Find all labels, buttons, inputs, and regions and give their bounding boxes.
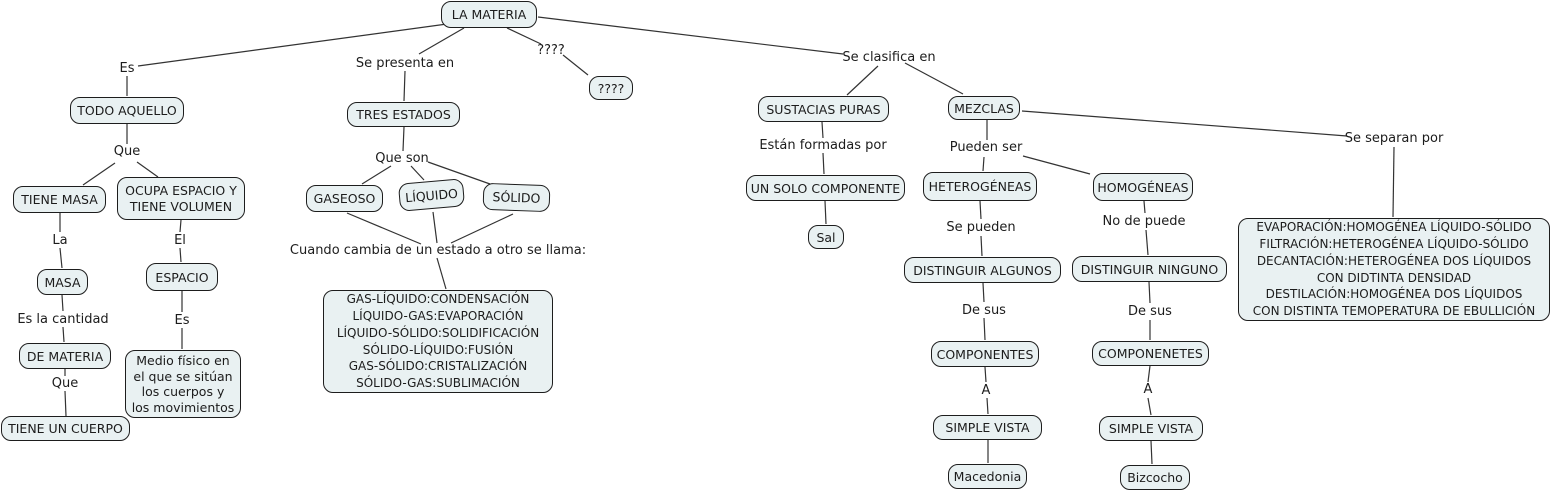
link-label-estan-formadas[interactable]: Están formadas por [759,138,887,153]
link-label-es-la-cantidad[interactable]: Es la cantidad [17,312,109,327]
link-label-se-separan-por[interactable]: Se separan por [1344,131,1444,146]
node-mezclas[interactable]: MEZCLAS [948,96,1020,120]
node-bizcocho[interactable]: Bizcocho [1120,465,1190,490]
node-sal[interactable]: Sal [808,225,844,249]
link-label-se-clasifica-en[interactable]: Se clasifica en [842,50,936,65]
link-label-cuando-cambia[interactable]: Cuando cambia de un estado a otro se lla… [289,243,587,258]
link-label-que-son[interactable]: Que son [375,151,429,166]
node-espacio[interactable]: ESPACIO [146,263,218,291]
link-label-la[interactable]: La [52,233,68,248]
link-label-preguntas[interactable]: ???? [537,43,565,58]
node-tiene-masa[interactable]: TIENE MASA [13,186,106,213]
link-label-el[interactable]: El [174,233,186,248]
link-label-es[interactable]: Es [119,61,135,76]
node-distinguir-ninguno[interactable]: DISTINGUIR NINGUNO [1072,256,1227,282]
node-gaseoso[interactable]: GASEOSO [306,185,383,212]
node-sustancias-puras[interactable]: SUSTACIAS PURAS [758,96,889,122]
node-desconocido[interactable]: ???? [589,76,633,100]
node-distinguir-algunos[interactable]: DISTINGUIR ALGUNOS [904,257,1061,283]
node-tiene-un-cuerpo[interactable]: TIENE UN CUERPO [1,416,130,441]
link-label-se-presenta-en[interactable]: Se presenta en [355,56,455,71]
node-tres-estados[interactable]: TRES ESTADOS [347,102,460,127]
node-la-materia[interactable]: LA MATERIA [441,1,537,28]
node-componenetes[interactable]: COMPONENETES [1092,341,1209,366]
link-label-es-2[interactable]: Es [174,313,190,328]
node-homogeneas[interactable]: HOMOGÉNEAS [1093,173,1193,201]
node-simple-vista-izq[interactable]: SIMPLE VISTA [933,415,1042,440]
node-separaciones[interactable]: EVAPORACIÓN:HOMOGÉNEA LÍQUIDO-SÓLIDO FIL… [1238,218,1550,321]
link-label-que-2[interactable]: Que [51,376,79,391]
node-cambios-de-estado[interactable]: GAS-LÍQUIDO:CONDENSACIÓN LÍQUIDO-GAS:EVA… [323,290,553,393]
link-label-de-sus-izq[interactable]: De sus [962,303,1006,318]
node-componentes[interactable]: COMPONENTES [931,341,1039,367]
node-ocupa-espacio[interactable]: OCUPA ESPACIO Y TIENE VOLUMEN [117,177,245,220]
node-de-materia[interactable]: DE MATERIA [19,343,111,369]
node-heterogeneas[interactable]: HETEROGÉNEAS [923,172,1037,201]
link-label-que-1[interactable]: Que [113,144,141,159]
link-label-a-izq[interactable]: A [981,383,991,398]
link-label-pueden-ser[interactable]: Pueden ser [949,140,1023,155]
node-solido[interactable]: SÓLIDO [482,182,551,213]
node-un-solo-componente[interactable]: UN SOLO COMPONENTE [746,175,905,201]
node-medio-fisico[interactable]: Medio físico en el que se sitúan los cue… [125,350,241,418]
node-liquido[interactable]: LÍQUIDO [397,178,466,212]
link-label-no-de-puede[interactable]: No de puede [1102,214,1186,229]
node-simple-vista-der[interactable]: SIMPLE VISTA [1099,416,1203,441]
node-todo-aquello[interactable]: TODO AQUELLO [70,97,184,124]
link-label-a-der[interactable]: A [1143,382,1153,397]
node-macedonia[interactable]: Macedonia [948,464,1027,489]
link-label-se-pueden[interactable]: Se pueden [946,220,1016,235]
node-masa[interactable]: MASA [37,269,88,295]
link-label-de-sus-der[interactable]: De sus [1128,304,1172,319]
